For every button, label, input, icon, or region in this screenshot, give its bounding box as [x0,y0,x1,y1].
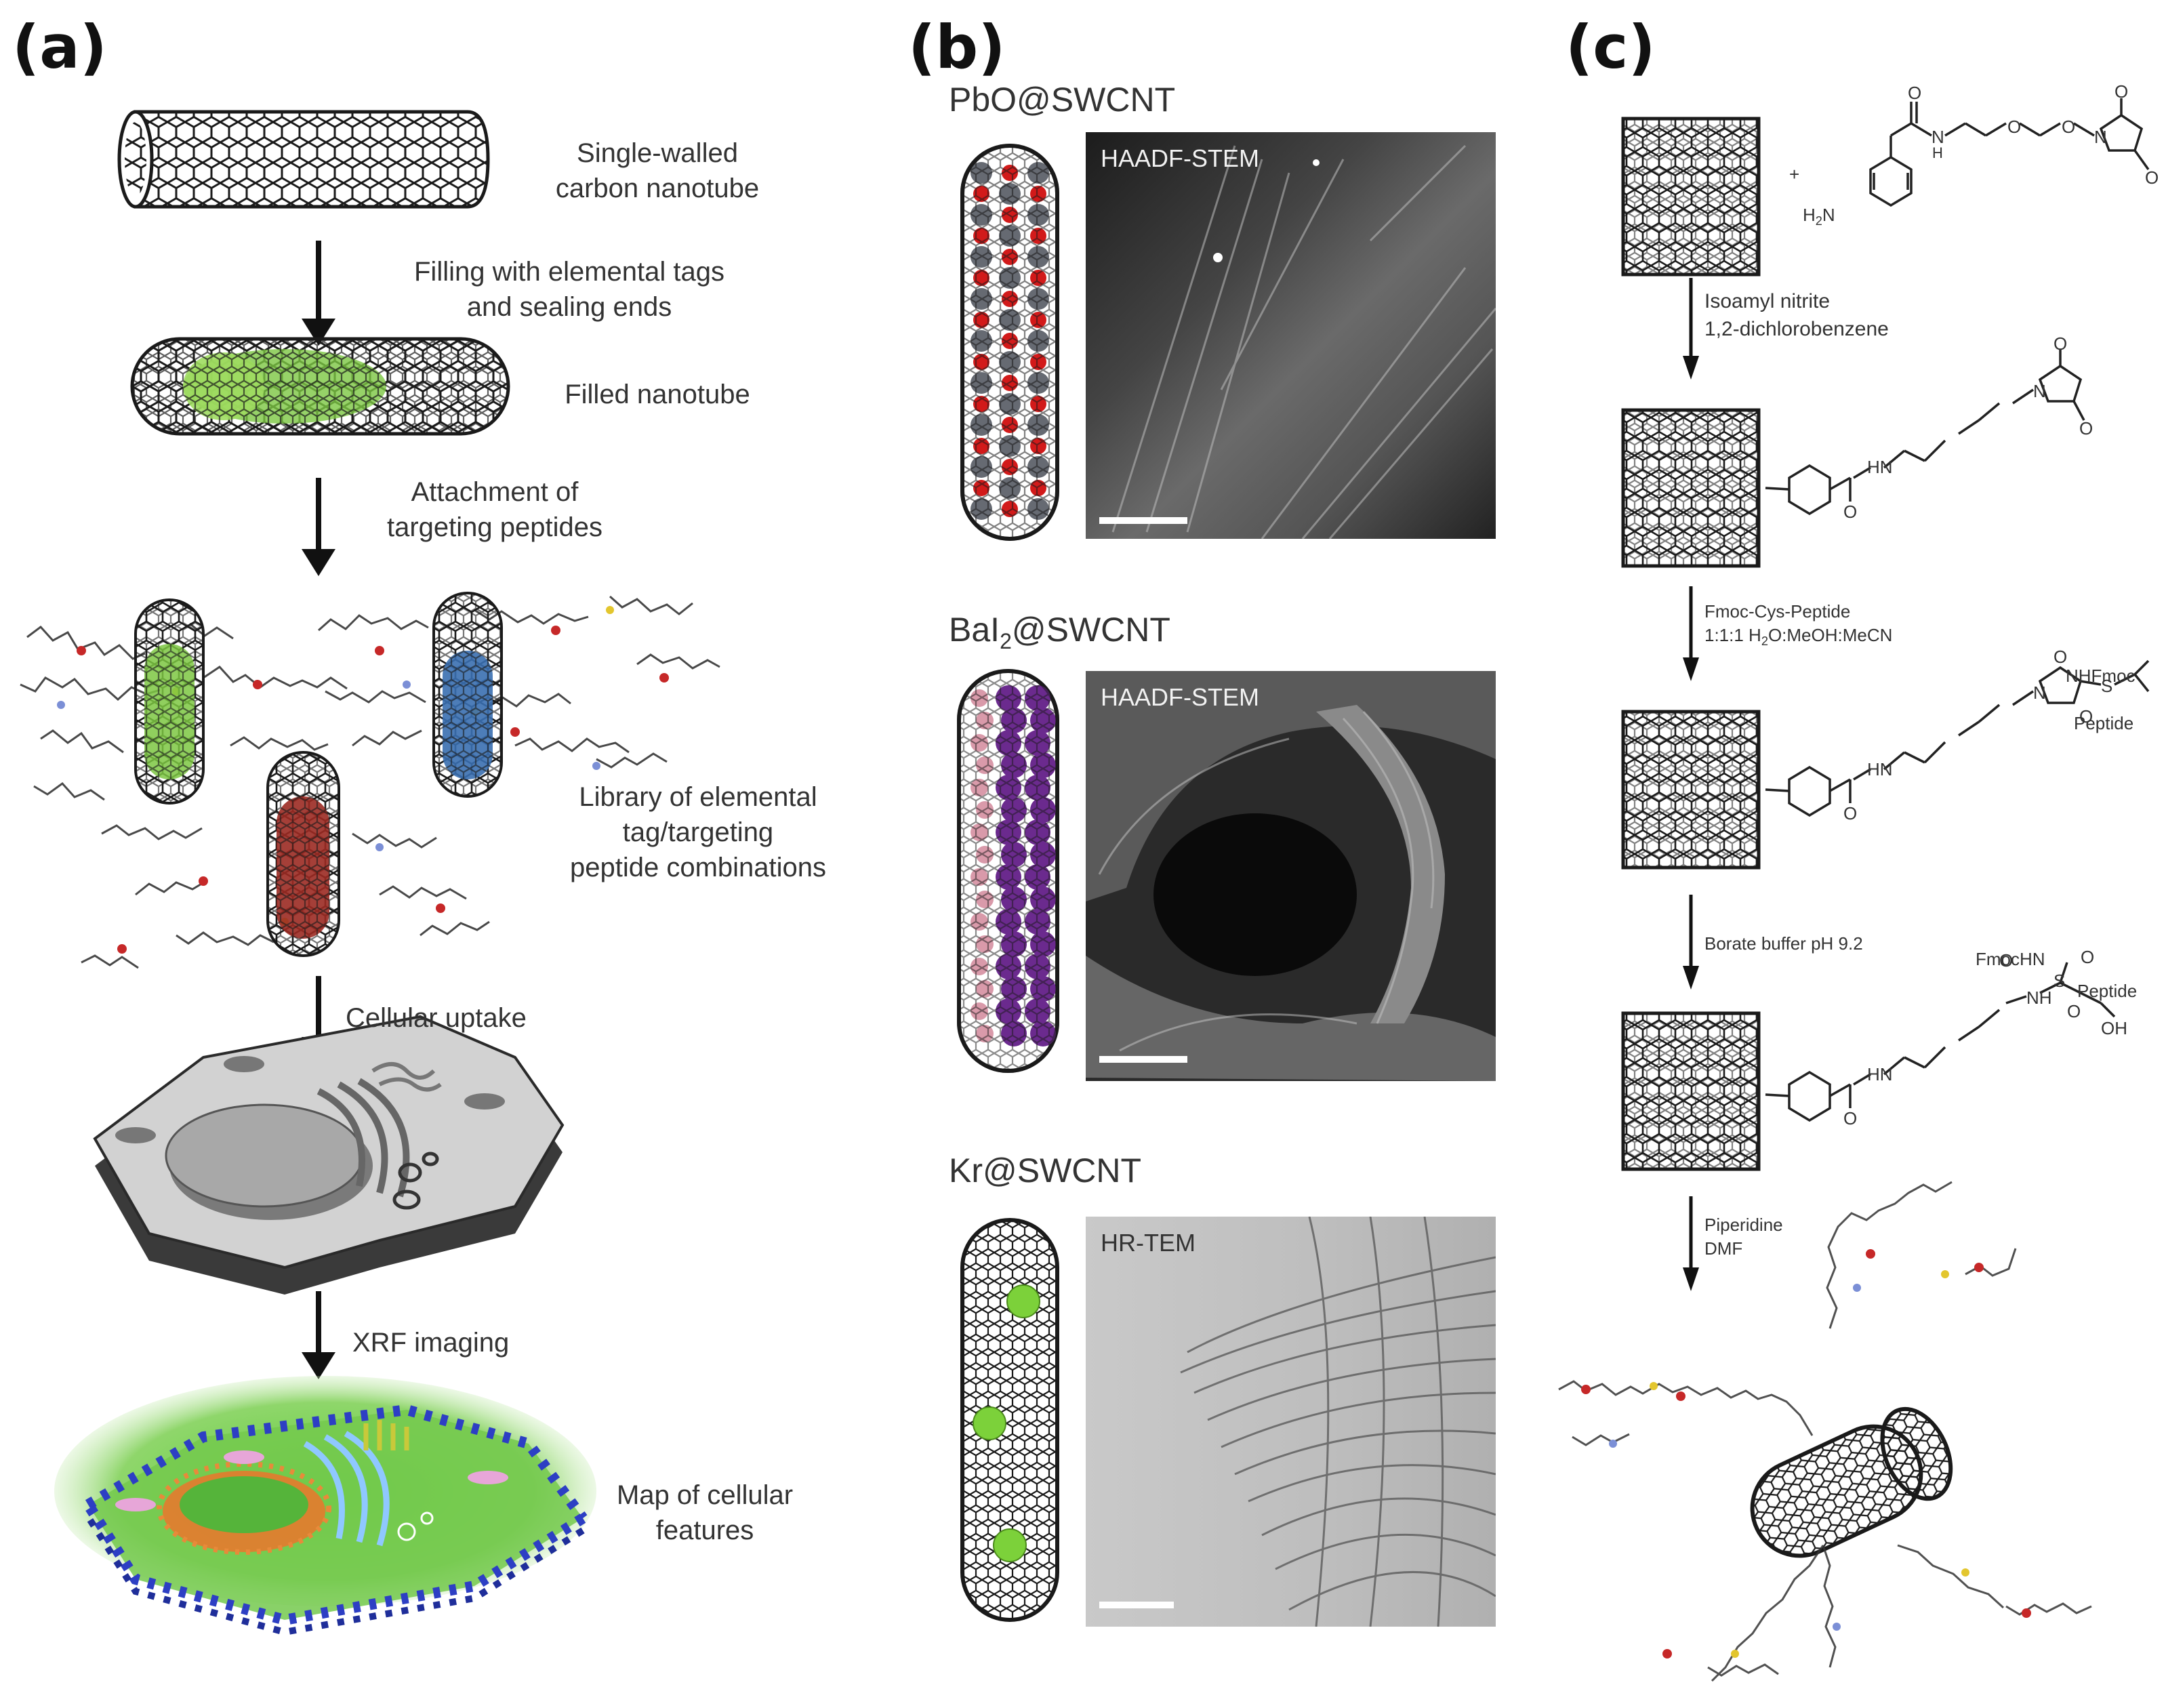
step3-hn-label: HN [1867,759,1893,779]
maleimide-o2-label: O [2145,167,2159,188]
panel-a-label: (a) [12,12,107,82]
step2-o1-label: O [2053,333,2068,354]
step2-o2-label: O [2079,418,2093,439]
step3-nhfmoc-label: NHFmoc [2066,666,2136,686]
scale-bar [1099,517,1187,524]
step3-o-label: O [1843,803,1858,824]
scale-bar [1099,1602,1174,1608]
plus-sign: + [1789,164,1800,184]
label-xrf-imaging: XRF imaging [352,1328,510,1358]
step4-ketone-o-label: O [2081,947,2095,967]
step2-conditions: Fmoc-Cys-Peptide 1:1:1 H2O:MeOH:MeCN [1704,601,1893,649]
step2-o-label: O [1843,502,1858,522]
label-cellular-uptake: Cellular uptake [346,1003,527,1033]
step3-s-label: S [2101,676,2113,696]
maleimide-o1-label: O [2114,81,2129,102]
technique-label-bai2: HAADF-STEM [1101,683,1259,711]
final-peptide-nanotube [1558,1181,2092,1682]
filled-nanotube-illustration [130,337,510,436]
scheme-nanotube [1621,117,1761,277]
peptide-library-illustration [20,592,720,969]
amine-label: H2N [1803,205,1835,228]
scheme-nanotube [1621,408,1761,568]
hr-tem-micrograph-kr: HR-TEM [1086,1217,1496,1627]
panel-c-label: (c) [1566,12,1656,82]
scale-bar [1099,1056,1187,1063]
step4-nh-label: NH [2026,988,2052,1008]
cell-illustration [93,1015,565,1295]
title-kr-swcnt: Kr@SWCNT [949,1152,1142,1190]
title-pbo-swcnt: PbO@SWCNT [949,81,1176,119]
step4-acid-o-label: O [2067,1001,2081,1021]
ether-o2-label: O [2062,117,2076,137]
panel-c-nanotubes [1621,117,1761,1171]
swcnt-illustration [117,110,490,209]
step3-n-label: N [2033,683,2046,703]
title-bai2-swcnt: BaI2@SWCNT [949,611,1170,653]
reagent-molecule [1869,98,2150,207]
haadf-stem-micrograph-bai2: HAADF-STEM [1086,671,1496,1081]
ether-o1-label: O [2007,117,2022,137]
technique-label-pbo: HAADF-STEM [1101,144,1259,172]
scheme-nanotube [1621,710,1761,870]
panel-b-label: (b) [908,12,1006,82]
label-filled-nanotube: Filled nanotube [565,380,750,409]
step2-n-label: N [2033,381,2046,401]
scheme-nanotube [1621,1011,1761,1171]
haadf-stem-micrograph-pbo: HAADF-STEM [1086,132,1496,539]
step4-s-label: S [2053,971,2066,991]
carbonyl-o-label: O [1908,83,1922,103]
step4-amide-o-label: O [1999,950,2014,971]
step4-o-label: O [1843,1108,1858,1128]
technique-label-kr: HR-TEM [1101,1229,1196,1257]
step4-peptide-label: Peptide [2077,981,2138,1001]
step4-hn-label: HN [1867,1064,1893,1084]
step3-o2-label: O [2079,706,2093,727]
step4-fmochn-label: FmocHN [1976,949,2045,969]
pbo-tube-model [960,144,1059,541]
maleimide-n-label: N [2094,127,2107,147]
step2-hn-label: HN [1867,457,1893,477]
step3-conditions: Borate buffer pH 9.2 [1704,933,1863,954]
kr-tube-model [960,1218,1059,1622]
step4-oh-label: OH [2101,1018,2127,1038]
amide-n-label: N [1932,127,1944,147]
xrf-map-illustration [54,1376,596,1636]
amide-h-label: H [1932,144,1943,161]
step3-peptide-label: Peptide [2074,713,2134,733]
bai2-tube-model [957,669,1059,1073]
step3-o1-label: O [2053,647,2068,667]
